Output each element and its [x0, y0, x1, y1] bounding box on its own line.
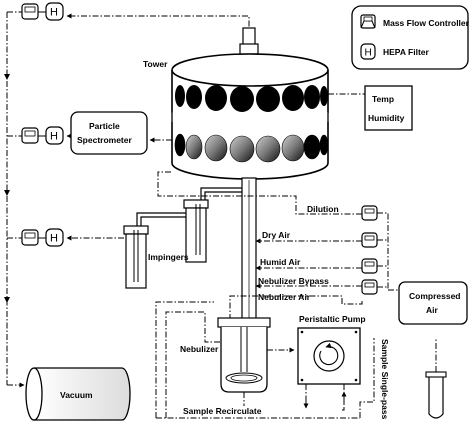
tower-lower-windows [174, 133, 329, 163]
hepa-symbol: H [50, 233, 58, 245]
compressed-air-label-line2: Air [426, 305, 439, 315]
nebulizer-bypass-label: Nebulizer Bypass [258, 276, 329, 286]
lower-mfc-hepa-pair: H [21, 228, 64, 247]
hepa-symbol: H [50, 7, 58, 19]
humid-air-label: Humid Air [260, 257, 301, 267]
dry-air-label: Dry Air [262, 230, 291, 240]
mass-flow-controller-icon [360, 14, 376, 29]
sample-single-pass-label: Sample Single-pass [380, 339, 390, 420]
nebulizer-label: Nebulizer [180, 344, 219, 354]
sample-tube [425, 371, 447, 419]
vacuum-label: Vacuum [60, 390, 93, 400]
top-mfc-hepa-pair: H [21, 2, 64, 21]
tower-upper-windows [175, 85, 328, 112]
tower-exhaust-line [66, 13, 250, 38]
mass-flow-controller-icon [21, 229, 39, 246]
sample-recirculate-label: Sample Recirculate [183, 406, 262, 416]
vacuum-cylinder [25, 367, 131, 421]
impingers [123, 187, 242, 289]
mass-flow-controller-icon [361, 279, 378, 295]
hepa-filter-icon: H [45, 126, 64, 145]
nebulizer-air-label: Nebulizer Air [258, 292, 311, 302]
particle-spectrometer-box: Particle Spectrometer [70, 111, 148, 155]
humidity-label: Humidity [368, 113, 405, 123]
compressed-air-manifold [377, 212, 400, 291]
compressed-air-box: Compressed Air [398, 281, 468, 325]
legend-hepa-label: HEPA Filter [383, 47, 430, 57]
mass-flow-controller-icon [361, 205, 378, 221]
peristaltic-pump-label: Peristaltic Pump [299, 314, 366, 324]
peristaltic-pump [297, 327, 361, 385]
hepa-symbol: H [50, 131, 58, 143]
impingers-label: Impingers [148, 252, 189, 262]
hepa-filter-icon: H [360, 43, 376, 60]
tower-label: Tower [143, 59, 168, 69]
mass-flow-controller-icon [21, 127, 39, 144]
vacuum-manifold-arrows [4, 74, 10, 303]
right-mfc-stack [361, 205, 378, 295]
dilution-label: Dilution [307, 204, 339, 214]
middle-mfc-hepa-pair: H [21, 126, 64, 145]
hepa-filter-icon: H [45, 2, 64, 21]
legend-mfc-label: Mass Flow Controller [383, 18, 470, 28]
legend-box: Mass Flow Controller H HEPA Filter [351, 5, 470, 70]
tower [171, 27, 329, 321]
mass-flow-controller-icon [361, 232, 378, 248]
hepa-symbol: H [365, 48, 372, 59]
mass-flow-controller-icon [21, 3, 39, 20]
hepa-filter-icon: H [45, 228, 64, 247]
nebulizer [217, 317, 271, 393]
particle-spectrometer-label-line1: Particle [89, 121, 120, 131]
nebulizer-air-line [227, 295, 363, 327]
compressed-air-label-line1: Compressed [409, 291, 461, 301]
particle-spectrometer-label-line2: Spectrometer [77, 135, 132, 145]
temp-humidity-box: Temp Humidity [364, 85, 413, 131]
vacuum-manifold-line [6, 11, 22, 385]
temp-label: Temp [372, 94, 394, 104]
dilution-line [157, 171, 362, 215]
mass-flow-controller-icon [361, 258, 378, 274]
